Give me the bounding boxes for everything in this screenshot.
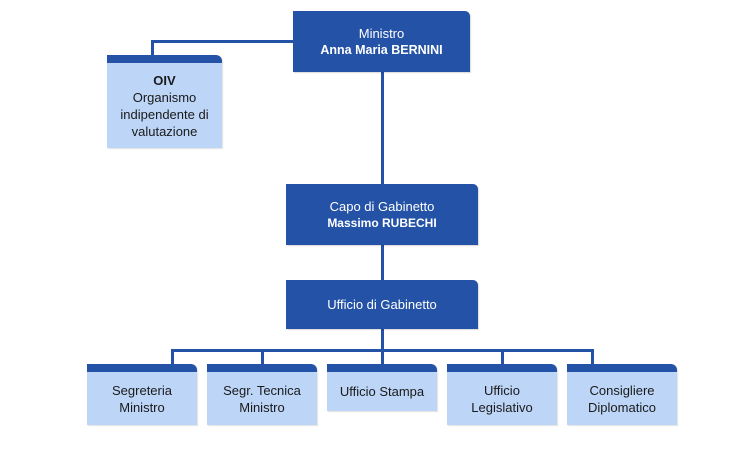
connector-ufficio-to-offices xyxy=(381,329,384,351)
oiv-line-2: indipendente di xyxy=(120,106,209,122)
ufficio-gabinetto-label: Ufficio di Gabinetto xyxy=(327,296,437,312)
connector-office-4 xyxy=(501,349,504,365)
ministro-box[interactable]: Ministro Anna Maria BERNINI xyxy=(293,11,470,72)
office-segreteria-ministro[interactable]: Segreteria Ministro xyxy=(87,364,197,425)
capo-gabinetto-box[interactable]: Capo di Gabinetto Massimo RUBECHI xyxy=(286,184,478,245)
ministro-name: Anna Maria BERNINI xyxy=(320,42,443,57)
connector-oiv-vertical xyxy=(151,40,154,56)
connector-oiv-horizontal xyxy=(151,40,293,43)
connector-office-5 xyxy=(591,349,594,365)
office-line-1: Ufficio xyxy=(484,382,520,398)
connector-office-1 xyxy=(171,349,174,365)
office-ufficio-legislativo[interactable]: Ufficio Legislativo xyxy=(447,364,557,425)
capo-gabinetto-name: Massimo RUBECHI xyxy=(327,215,437,230)
office-line-1: Segreteria xyxy=(112,382,172,398)
oiv-line-1: Organismo xyxy=(132,89,197,105)
office-consigliere-diplomatico[interactable]: Consigliere Diplomatico xyxy=(567,364,677,425)
office-line-2: Legislativo xyxy=(471,399,533,415)
oiv-box[interactable]: OIV Organismo indipendente di valutazion… xyxy=(107,55,222,148)
ministro-role: Ministro xyxy=(358,25,405,41)
ufficio-gabinetto-box[interactable]: Ufficio di Gabinetto xyxy=(286,280,478,329)
office-ufficio-stampa[interactable]: Ufficio Stampa xyxy=(327,364,437,411)
connector-capo-to-ufficio xyxy=(381,245,384,281)
connector-ministro-to-capo xyxy=(381,72,384,184)
office-line-1: Consigliere xyxy=(589,382,655,398)
oiv-line-3: valutazione xyxy=(131,123,198,139)
oiv-acronym: OIV xyxy=(153,72,176,88)
office-line-2: Diplomatico xyxy=(588,399,656,415)
office-line-1: Segr. Tecnica xyxy=(223,382,301,398)
connector-office-2 xyxy=(261,349,264,365)
capo-gabinetto-role: Capo di Gabinetto xyxy=(329,198,435,214)
office-line-2: Ministro xyxy=(119,399,165,415)
office-segr-tecnica-ministro[interactable]: Segr. Tecnica Ministro xyxy=(207,364,317,425)
office-line-1: Ufficio Stampa xyxy=(339,384,425,399)
office-line-2: Ministro xyxy=(239,399,285,415)
connector-office-3 xyxy=(381,349,384,365)
